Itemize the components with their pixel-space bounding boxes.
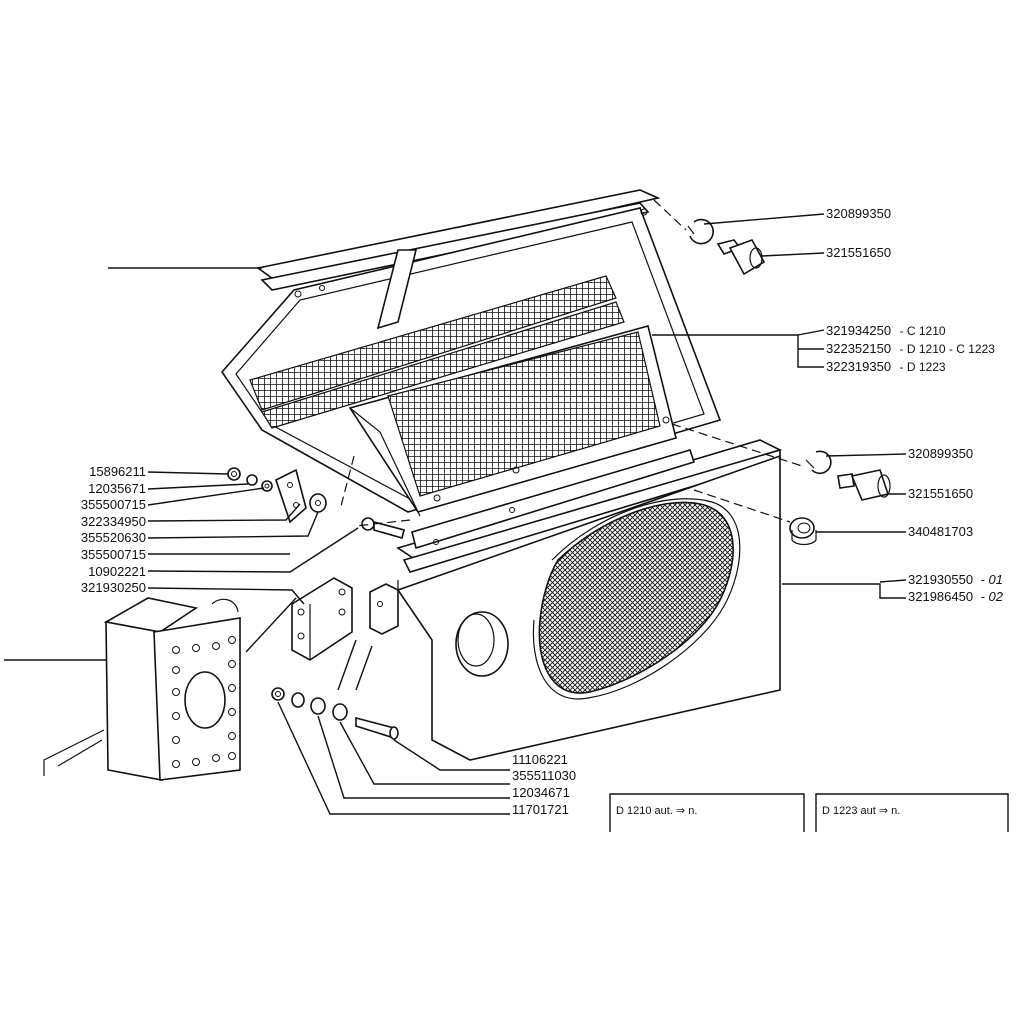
model-suffix: - D 1223 — [900, 360, 946, 374]
center-bracket — [369, 583, 399, 635]
assembly-guide-lines — [339, 199, 803, 527]
part-number-label: 321930550 — [908, 572, 973, 587]
bottom-hardware — [271, 687, 399, 740]
right-top-hardware — [687, 218, 766, 276]
small-plate — [275, 468, 307, 524]
svg-text:322352150 - D 1210 - C 1: 322352150 - D 1210 - C 1223 — [826, 340, 995, 357]
left-part-labels: 15896211 12035671 355500715 322334950 35… — [81, 464, 146, 595]
model-suffix: - D 1210 - C 1223 — [900, 342, 996, 356]
part-number-label: 355511030 — [512, 768, 576, 783]
part-number-label: 320899350 — [826, 206, 891, 221]
part-number-label: 355500715 — [81, 497, 146, 512]
part-number-label: 322319350 — [826, 359, 891, 374]
right-mid-hardware — [789, 450, 891, 546]
left-bracket — [291, 577, 353, 661]
part-number-label: 321986450 — [908, 589, 973, 604]
variant-suffix: - 02 — [981, 589, 1004, 604]
model-suffix: - C 1210 — [900, 324, 946, 338]
part-number-label: 321551650 — [826, 245, 891, 260]
part-number-label: 320899350 — [908, 446, 973, 461]
mounting-flange — [43, 597, 241, 781]
part-number-label: 322352150 — [826, 341, 891, 356]
note-text: D 1223 aut ⇒ n. — [822, 805, 900, 817]
note-text: D 1210 aut. ⇒ n. — [616, 805, 697, 817]
part-number-label: 322334950 — [81, 514, 146, 529]
part-number-label: 321930250 — [81, 580, 146, 595]
svg-text:321930550 - 01: 321930550 - 01 — [908, 571, 1003, 588]
right-mid-part-labels: 320899350 321551650 340481703 321930550 … — [908, 446, 1004, 605]
part-number-label: 10902221 — [88, 564, 146, 579]
note-box-d1223: D 1223 aut ⇒ n. — [815, 793, 1009, 832]
part-number-label: 355500715 — [81, 547, 146, 562]
part-number-label: 12034671 — [512, 785, 570, 800]
part-number-label: 15896211 — [89, 464, 146, 479]
part-number-label: 340481703 — [908, 524, 973, 539]
part-number-label: 355520630 — [81, 530, 146, 545]
part-number-label: 11701721 — [512, 802, 569, 817]
bottom-part-labels: 11106221 355511030 12034671 11701721 — [512, 752, 576, 817]
svg-text:322319350 - D 1223: 322319350 - D 1223 — [826, 358, 946, 375]
svg-text:321934250 - C 1210: 321934250 - C 1210 — [826, 322, 946, 339]
part-number-label: 321551650 — [908, 486, 973, 501]
hinged-cover — [220, 189, 722, 517]
right-top-part-labels: 320899350 321551650 321934250 - C 1210 3… — [826, 206, 995, 375]
part-number-label: 321934250 — [826, 323, 891, 338]
note-box-d1210: D 1210 aut. ⇒ n. — [609, 793, 805, 832]
left-hardware — [227, 467, 405, 539]
part-number-label: 11106221 — [512, 752, 568, 767]
part-number-label: 12035671 — [88, 481, 146, 496]
variant-suffix: - 01 — [981, 572, 1003, 587]
svg-text:321986450 - 02: 321986450 - 02 — [908, 588, 1004, 605]
housing-box — [396, 439, 783, 761]
leader-lines — [4, 213, 907, 815]
